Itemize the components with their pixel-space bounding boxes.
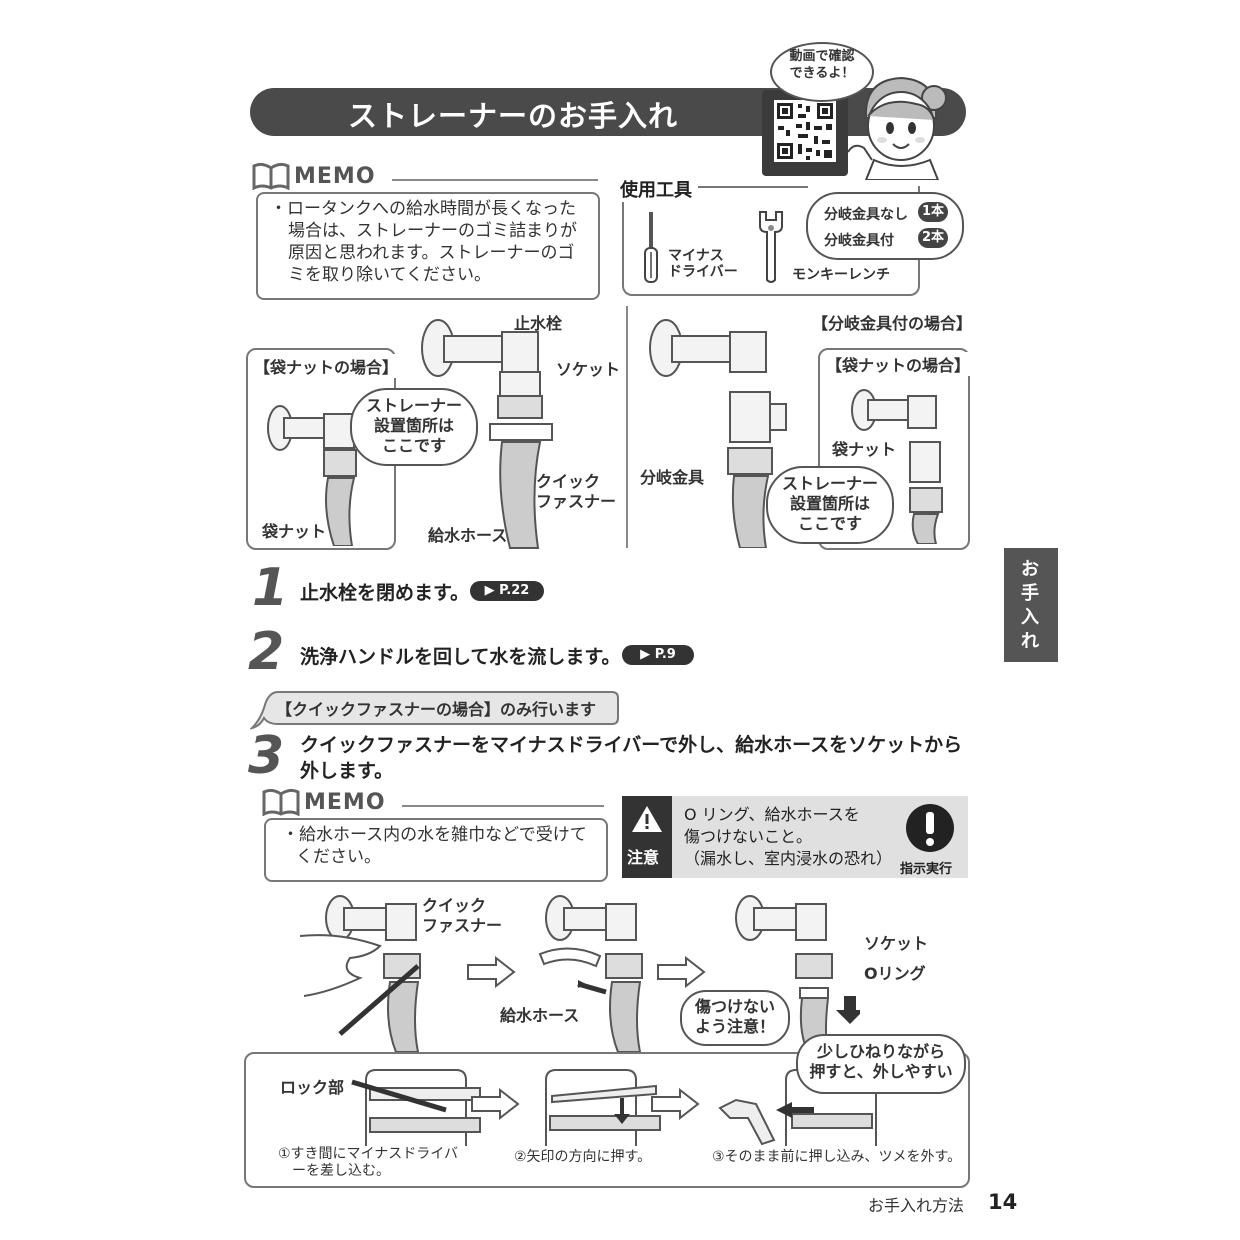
with-branch-label: 分岐金具付 <box>824 233 894 249</box>
branch-fitting-label: 分岐金具 <box>640 468 705 487</box>
lock-detail-step3-illustration <box>718 1069 877 1146</box>
step-2-text: 洗浄ハンドルを回して水を流します。 <box>300 646 621 668</box>
quick-fastener-label: クイック ファスナー <box>536 472 617 511</box>
caution-label: 注意 <box>627 848 660 867</box>
wrench-count-bubble: 分岐金具なし 1本 分岐金具付 2本 <box>806 192 964 260</box>
o-ring-label: Oリング <box>864 964 926 983</box>
tools-heading: 使用工具 <box>616 176 696 202</box>
page-number: 14 <box>988 1190 1018 1214</box>
supply-hose-label-bottom: 給水ホース <box>500 1006 580 1025</box>
hand-removing-fastener-illustration <box>300 895 421 1052</box>
socket-label: ソケット <box>556 360 621 379</box>
cap-nut-branch-illustration <box>851 389 943 544</box>
no-branch-count: 1本 <box>918 202 948 222</box>
nut-case-label-right: 【袋ナットの場合】 <box>826 352 971 376</box>
hose-detached-illustration <box>735 895 860 1052</box>
page-title: ストレーナーのお手入れ <box>348 99 679 133</box>
stop-valve-label: 止水栓 <box>514 314 563 333</box>
arrow-right-icon <box>467 956 516 988</box>
cap-nut-label-left: 袋ナット <box>262 522 327 541</box>
substep-1-text: ①すき間にマイナスドライバ ーを差し込む。 <box>278 1146 458 1179</box>
step-3-text-line2: 外します。 <box>300 760 394 782</box>
with-branch-count: 2本 <box>918 228 948 248</box>
cap-nut-label-right: 袋ナット <box>832 440 897 459</box>
twist-bubble: 少しひねりながら 押すと、外しやすい <box>796 1034 966 1094</box>
no-branch-label: 分岐金具なし <box>824 207 908 223</box>
step-1-text: 止水栓を閉めます。 <box>300 582 470 604</box>
nut-case-label-left: 【袋ナットの場合】 <box>254 354 399 378</box>
warning-triangle-icon <box>632 806 662 832</box>
lock-part-label: ロック部 <box>280 1078 345 1097</box>
stop-valve-illustration <box>421 319 553 549</box>
socket-label-bottom: ソケット <box>864 934 929 953</box>
strainer-bubble-right: ストレーナー 設置箇所は ここです <box>766 466 894 544</box>
lock-detail-step1-illustration <box>351 1069 481 1146</box>
supply-hose-label: 給水ホース <box>428 526 508 545</box>
memo-box-1: ・ロータンクへの給水時間が長くなった 場合は、ストレーナーのゴミ詰まりが 原因と… <box>256 192 600 300</box>
careful-bubble: 傷つけない よう注意！ <box>680 990 790 1046</box>
screwdriver-label: マイナス ドライバー <box>668 248 738 280</box>
memo-box-2: ・給水ホース内の水を雑巾などで受けて ください。 <box>264 818 608 882</box>
substep-2-text: ②矢印の方向に押す。 <box>514 1149 652 1165</box>
caution-label-block: 注意 <box>622 796 672 878</box>
memo-label-2: MEMO <box>304 790 386 815</box>
step-2-number: 2 <box>248 622 285 682</box>
arrow-right-icon <box>471 1088 520 1120</box>
step-3-tag: 【クイックファスナーの場合】のみ行います <box>276 700 597 719</box>
guide-character-icon <box>847 76 947 180</box>
caution-text: O リング、給水ホースを 傷つけないこと。 （漏水し、室内浸水の恐れ） <box>684 805 893 868</box>
arrow-right-icon <box>651 1088 700 1120</box>
substep-3-text: ③そのまま前に押し込み、ツメを外す。 <box>712 1149 962 1165</box>
strainer-bubble-left: ストレーナー 設置箇所は ここです <box>350 388 478 466</box>
quick-fastener-label-bottom: クイック ファスナー <box>422 896 503 935</box>
wrench-label: モンキーレンチ <box>792 267 890 283</box>
screwdriver-icon <box>644 212 658 283</box>
step-2-page-ref[interactable]: ▶ P.9 <box>622 645 694 665</box>
fastener-removed-illustration <box>538 895 643 1052</box>
arrow-right-icon <box>657 956 706 988</box>
book-icon-2 <box>262 788 300 816</box>
memo-divider-2 <box>402 805 604 807</box>
branch-case-label: 【分岐金具付の場合】 <box>812 314 973 333</box>
cap-nut-illustration <box>267 405 357 546</box>
instruction-label: 指示実行 <box>900 862 953 877</box>
video-bubble: 動画で確認 できるよ！ <box>770 42 874 102</box>
step-3-tag-shape <box>250 691 619 730</box>
qr-code-icon <box>774 100 836 162</box>
tools-top-line <box>698 186 808 188</box>
qr-code[interactable] <box>762 90 848 176</box>
step-1-page-ref[interactable]: ▶ P.22 <box>470 581 544 601</box>
memo-label: MEMO <box>294 164 376 189</box>
book-icon <box>252 162 290 190</box>
step-3-number: 3 <box>248 726 285 786</box>
step-3-text-line1: クイックファスナーをマイナスドライバーで外し、給水ホースをソケットから <box>300 734 963 756</box>
side-tab-care[interactable]: お 手 入 れ <box>1004 548 1058 662</box>
memo-divider <box>392 179 598 181</box>
lock-detail-step2-illustration <box>545 1069 661 1146</box>
branch-fitting-illustration <box>649 319 787 548</box>
diagram-divider <box>626 306 628 548</box>
step-1-number: 1 <box>252 558 289 618</box>
footer-section: お手入れ方法 <box>868 1196 965 1215</box>
caution-box: 注意 O リング、給水ホースを 傷つけないこと。 （漏水し、室内浸水の恐れ） 指… <box>622 796 968 878</box>
wrench-icon <box>759 211 783 283</box>
mandatory-action-icon <box>906 804 954 852</box>
